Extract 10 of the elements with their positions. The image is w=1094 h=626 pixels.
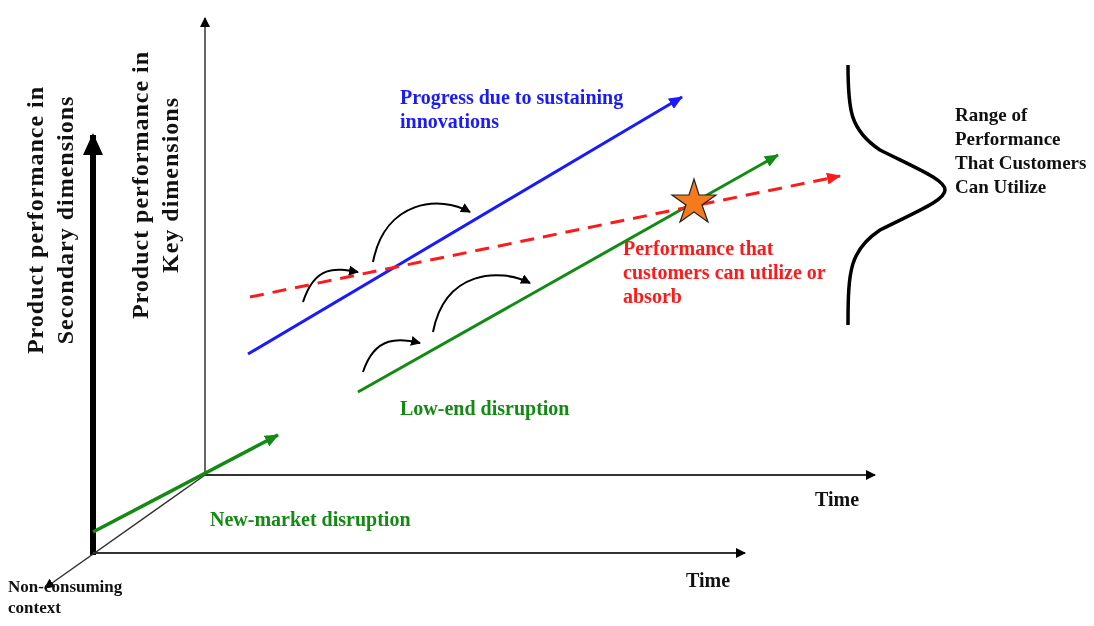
axis-title: Product performance in Key dimensions bbox=[126, 49, 184, 322]
bracket-label: Range of Performance That Customers Can Utilize bbox=[955, 103, 1088, 199]
line-label: Low-end disruption bbox=[400, 396, 571, 420]
axis-label: Time bbox=[815, 487, 861, 511]
line-label: Progress due to sustaining innovations bbox=[400, 85, 625, 133]
axis-title: Product performance in Secondary dimensions bbox=[21, 84, 79, 357]
axis-label: Time bbox=[686, 568, 732, 592]
axis-label: Non-consuming context bbox=[8, 576, 124, 618]
line-label: Performance that customers can utilize or absorb bbox=[623, 236, 827, 308]
line-label: New-market disruption bbox=[210, 507, 412, 531]
